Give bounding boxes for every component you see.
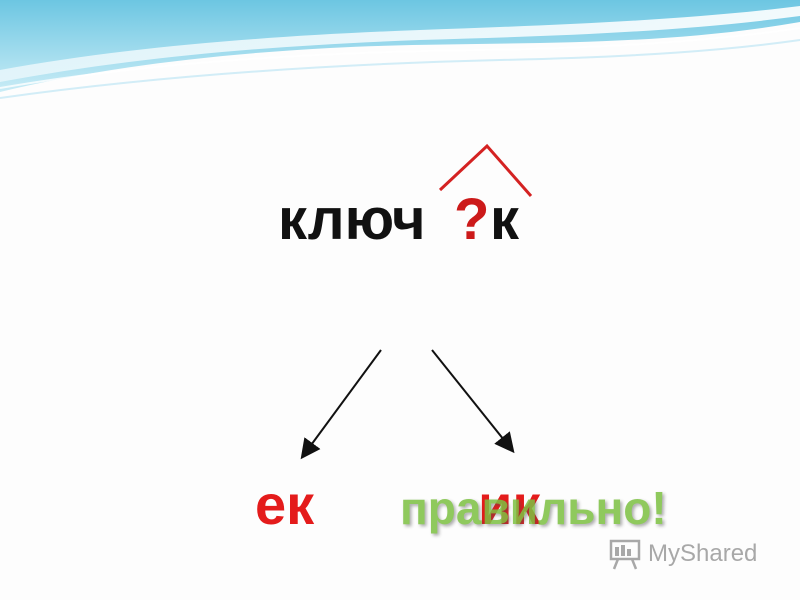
unknown-letter-mark: ? [454,187,490,252]
option-ik[interactable]: ик [478,473,541,536]
feedback-correct: правильно! [400,482,667,534]
arrow-left [300,349,382,460]
watermark-text: MyShared [648,540,758,567]
arrow-right [431,349,515,454]
presentation-board-icon [609,539,641,570]
word-stem: ключ [278,187,426,252]
watermark: MyShared [608,536,757,572]
word-suffix: к [490,187,520,252]
option-ek[interactable]: ек [255,473,315,536]
header-wave-decoration [0,0,800,99]
